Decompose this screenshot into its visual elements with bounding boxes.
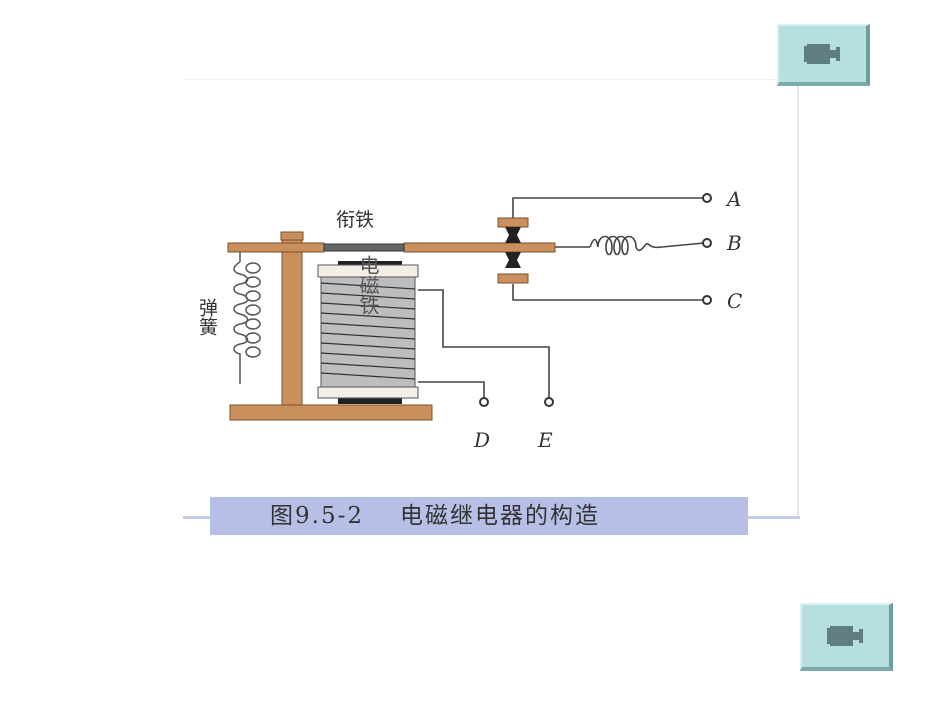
coil-spring-b [589, 235, 705, 256]
wire-d [418, 381, 485, 398]
figure-caption: 图9.5-2 电磁继电器的构造 [210, 497, 748, 535]
label-c: C [727, 289, 742, 313]
base-plate [229, 404, 433, 421]
video-button-bottom[interactable] [800, 603, 893, 671]
wire-a [512, 197, 704, 218]
frame-line-top [185, 79, 798, 80]
terminal-b [702, 238, 712, 248]
electromagnet-coil [317, 264, 419, 399]
core-top [338, 261, 402, 266]
terminal-e [544, 397, 554, 407]
core-bottom [338, 398, 402, 404]
caption-title: 电磁继电器的构造 [399, 503, 600, 529]
label-b: B [726, 231, 742, 255]
armature [323, 243, 405, 252]
terminal-a [702, 193, 712, 203]
contact-lower [497, 273, 529, 284]
lever-arm-right [403, 242, 556, 253]
label-a: A [725, 187, 741, 211]
core-label: 电磁铁 [356, 255, 380, 315]
lever-arm-left [227, 242, 325, 253]
post [281, 237, 303, 406]
movie-camera-icon [803, 44, 840, 64]
armature-label: 衔铁 [336, 209, 374, 231]
terminal-c [702, 295, 712, 305]
spring [233, 252, 261, 384]
contact-point-upper [505, 227, 521, 243]
label-d: D [473, 428, 490, 452]
contact-upper [497, 217, 529, 228]
caption-number: 图9.5-2 [270, 503, 364, 529]
wire-e [418, 289, 550, 398]
spring-label: 弹簧 [196, 298, 218, 336]
label-e: E [537, 428, 553, 452]
wire-c [512, 284, 704, 301]
terminal-d [479, 397, 489, 407]
video-button-top[interactable] [777, 24, 870, 86]
movie-camera-icon [826, 626, 863, 646]
post-cap [280, 231, 304, 241]
contact-point-lower [505, 252, 521, 268]
frame-line-right [797, 80, 799, 518]
